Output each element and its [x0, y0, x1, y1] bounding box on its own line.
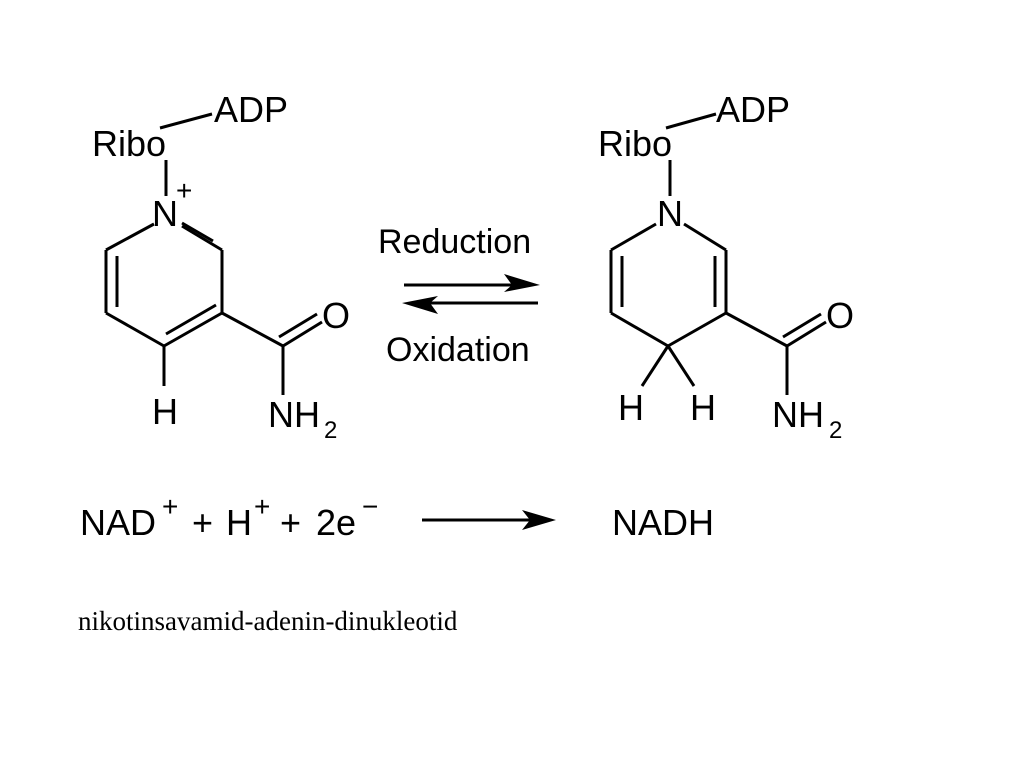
ring-bond-c5-c4: [105, 311, 165, 348]
ring-double-c4-c3: [165, 303, 217, 336]
ring-nitrogen-label: N: [657, 193, 683, 234]
equation-proton-superscript: +: [254, 491, 270, 522]
carbonyl-bond-2: [782, 312, 822, 339]
amide-nitrogen-label: NH: [772, 394, 824, 435]
ring-nitrogen-label: N: [152, 193, 178, 234]
equation-electrons-superscript: −: [362, 491, 378, 522]
c3-carbonyl-bond: [725, 311, 788, 348]
ribo-adp-bond: [159, 112, 213, 130]
equation-arrowhead: [522, 510, 556, 530]
nitrogen-charge-label: +: [176, 175, 192, 206]
oxidation-label: Oxidation: [386, 331, 530, 369]
caption-text: nikotinsavamid-adenin-dinukleotid: [78, 606, 458, 636]
ring-bond-c5-c4: [610, 311, 669, 348]
ring-bond-c2-n: [181, 224, 223, 252]
equation-electrons: 2e: [316, 502, 356, 543]
amide-subscript-label: 2: [324, 417, 337, 444]
carbonyl-bond-1: [786, 320, 827, 348]
reverse-arrowhead: [402, 296, 438, 314]
carbonyl-bond-2: [278, 312, 318, 339]
equation-nad-superscript: +: [162, 491, 178, 522]
ring-bond-n-c6: [610, 222, 657, 252]
equation-nad: NAD: [80, 502, 156, 543]
ribo-adp-bond: [665, 112, 717, 130]
ribo-label: Ribo: [598, 123, 672, 164]
carbonyl-oxygen-label: O: [322, 295, 350, 336]
c4-h-bond-right: [666, 345, 696, 387]
c4-hydrogen-right-label: H: [690, 387, 716, 428]
adp-label: ADP: [214, 89, 288, 130]
c4-hydrogen-left-label: H: [618, 387, 644, 428]
ring-double-c2-n: [181, 221, 214, 243]
equation-proton: H: [226, 502, 252, 543]
carbonyl-oxygen-label: O: [826, 295, 854, 336]
forward-arrowhead: [504, 274, 540, 292]
adp-label: ADP: [716, 89, 790, 130]
nadh-structure: [609, 112, 827, 395]
c4-h-bond-left: [640, 345, 670, 387]
ribo-label: Ribo: [92, 123, 166, 164]
c4-hydrogen-label: H: [152, 391, 178, 432]
amide-subscript-label: 2: [829, 417, 842, 444]
ring-bond-c2-n: [683, 222, 727, 252]
ring-bond-n-c6: [105, 222, 155, 252]
equation-product-nadh: NADH: [612, 502, 714, 543]
equilibrium-arrows: [404, 283, 538, 305]
amide-nitrogen-label: NH: [268, 394, 320, 435]
reduction-label: Reduction: [378, 223, 531, 261]
equation-plus-2: +: [280, 502, 301, 543]
nad-plus-structure: [104, 112, 323, 395]
carbonyl-bond-1: [282, 320, 323, 348]
ring-bond-c4-c3: [163, 311, 223, 348]
ring-bond-c4-c3: [667, 311, 727, 348]
c3-carbonyl-bond: [221, 311, 284, 348]
equation-plus-1: +: [192, 502, 213, 543]
